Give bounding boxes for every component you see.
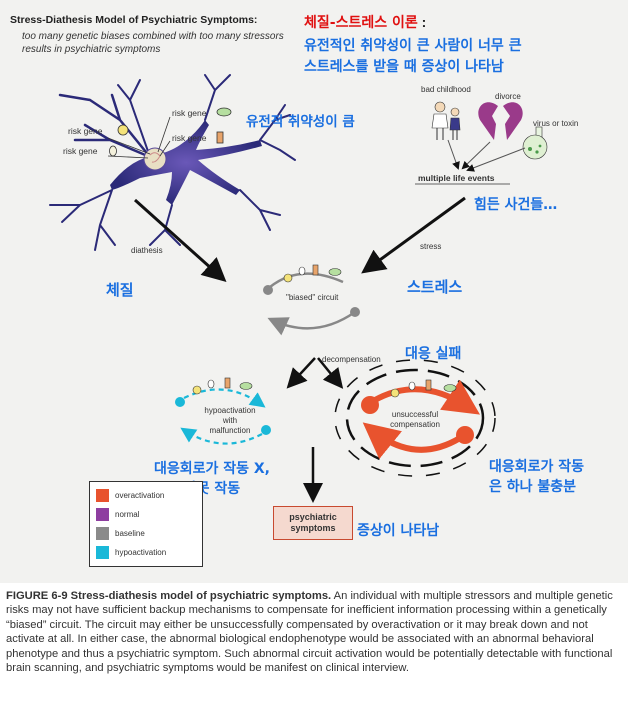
risk-gene-green-icon [216,107,232,117]
insufficient-line-1: 대응회로가 작동 [489,459,585,475]
diagram-svg [49,74,548,503]
theory-title-line: 체질-스트레스 이론 : [304,12,426,32]
risk-gene-orange-icon [216,131,224,144]
symptoms-line-2: symptoms [290,523,336,533]
theory-desc-1: 유전적인 취약성이 큰 사람이 너무 큰 [304,38,522,54]
stressor-arrows [447,139,526,172]
legend-swatch [96,507,109,521]
hypoactivation-label: hypoactivation with malfunction [200,406,260,436]
risk-gene-label-4: risk gene [172,133,207,143]
insufficient-line-2: 은 하나 불충분 [489,479,577,495]
life-events-note: 힘든 사건들… [474,197,558,213]
risk-gene-lines [107,116,171,159]
divorce-label: divorce [495,92,521,101]
symptoms-line-1: psychiatric [289,512,337,522]
legend-label: baseline [115,528,145,538]
theory-colon: : [421,14,427,30]
bad-childhood-icon [431,101,461,140]
diathesis-arrow [133,198,227,283]
caption-text: An individual with multiple stressors an… [6,590,613,675]
caption-figure-label: FIGURE 6-9 Stress-diathesis model of psy… [6,590,332,602]
legend-label: overactivation [115,490,165,500]
figure-caption: FIGURE 6-9 Stress-diathesis model of psy… [6,589,622,675]
stress-arrow [361,196,466,274]
legend-item-overactivation: overactivation [96,488,164,502]
decomp-arrow-right [317,357,344,389]
legend-item-hypoactivation: hypoactivation [96,545,166,559]
legend-swatch [96,526,109,540]
risk-gene-yellow-icon [117,124,129,136]
hypo-line-2: with [222,416,238,425]
hypoactivation-circuit [175,377,271,445]
virus-label: virus or toxin [533,119,579,128]
multiple-events-label: multiple life events [418,173,495,183]
decomp-arrow-left [286,357,316,389]
biased-circuit [263,264,360,336]
stress-note: 스트레스 [407,278,463,296]
legend-item-normal: normal [96,507,139,521]
hypo-line-1: hypoactivation [204,406,256,415]
stress-label: stress [420,242,442,251]
overactivation-circuit [334,359,496,477]
insufficient-note: 대응회로가 작동 은 하나 불충분 [489,457,624,497]
figure-title: Stress-Diathesis Model of Psychiatric Sy… [10,14,258,26]
diathesis-label: diathesis [131,246,163,255]
psychiatric-symptoms-box: psychiatric symptoms [273,506,353,540]
risk-gene-label-3: risk gene [172,108,207,118]
biased-circuit-label: "biased" circuit [286,293,339,302]
risk-gene-label-1: risk gene [68,126,103,136]
genetic-vulnerability-note: 유전적 취약성이 큼 [246,114,355,130]
flask-icon [522,126,548,160]
diathesis-note: 체질 [106,281,134,299]
theory-title: 체질-스트레스 이론 [304,15,418,31]
failure-note: 대응 실패 [405,346,462,362]
legend-item-baseline: baseline [96,526,145,540]
unsucc-line-1: unsuccessful [391,410,439,419]
risk-gene-white-icon [109,145,117,157]
symptom-note: 증상이 나타남 [357,523,440,539]
hypo-line-3: malfunction [209,426,251,435]
legend-label: hypoactivation [115,547,167,557]
broken-heart-icon [478,102,523,140]
unsucc-line-2: compensation [390,420,440,429]
legend-swatch [96,488,109,502]
bad-childhood-label: bad childhood [421,85,471,94]
unsuccessful-label: unsuccessful compensation [380,410,450,430]
legend-label: normal [115,509,140,519]
decompensation-label: decompensation [322,355,381,364]
legend-box: overactivation normal baseline hypoactiv… [89,481,203,567]
malfunction-line-1: 대응회로가 작동 X, [153,461,271,477]
theory-desc-2: 스트레스를 받을 때 증상이 나타남 [304,59,504,75]
figure-subtitle: too many genetic biases combined with to… [22,31,284,55]
risk-gene-label-2: risk gene [63,146,98,156]
neuron-icon [49,74,296,251]
legend-swatch [96,545,109,559]
